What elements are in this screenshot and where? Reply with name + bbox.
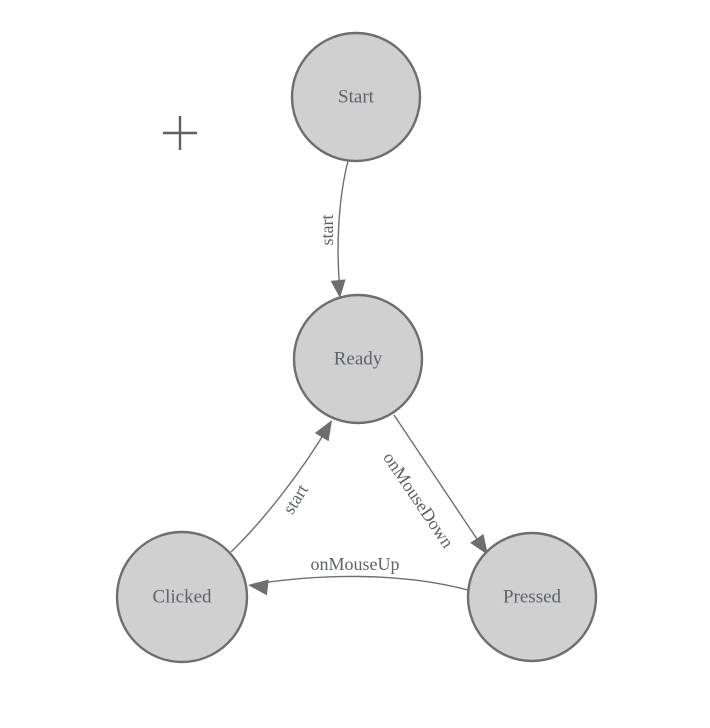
edge-label-onmousedown: onMouseDown: [379, 448, 458, 551]
markers-layer: [163, 116, 197, 150]
node-label: Pressed: [503, 586, 562, 607]
node-label: Clicked: [152, 586, 212, 607]
arrowhead-icon: [470, 533, 488, 555]
edge-clicked-to-ready[interactable]: start: [230, 416, 339, 553]
node-circle[interactable]: [292, 293, 424, 425]
edge-label-start-2: start: [279, 481, 312, 518]
edge-ready-to-pressed[interactable]: onMouseDown: [379, 414, 494, 559]
nodes-layer: Start Ready Clicked Pressed: [115, 31, 598, 664]
edge-path[interactable]: [230, 426, 329, 553]
edge-start-to-ready[interactable]: start: [317, 160, 349, 299]
plus-marker-icon: [163, 116, 197, 150]
arrowhead-icon: [248, 579, 269, 596]
node-circle[interactable]: [466, 531, 598, 663]
arrowhead-icon: [314, 420, 332, 442]
edge-label-onmouseup: onMouseUp: [311, 554, 400, 574]
edge-label-start: start: [317, 215, 337, 246]
node-clicked[interactable]: Clicked: [115, 530, 249, 664]
edge-pressed-to-clicked[interactable]: onMouseUp: [247, 554, 469, 596]
edge-path[interactable]: [337, 160, 349, 293]
edge-path[interactable]: [393, 414, 484, 549]
node-circle[interactable]: [290, 31, 422, 163]
node-label: Start: [338, 86, 375, 107]
node-pressed[interactable]: Pressed: [466, 531, 598, 663]
node-ready[interactable]: Ready: [292, 293, 424, 425]
node-start[interactable]: Start: [290, 31, 422, 163]
arrowhead-icon: [330, 279, 346, 298]
edge-path[interactable]: [254, 575, 469, 591]
node-label: Ready: [334, 348, 383, 369]
node-circle[interactable]: [115, 530, 249, 664]
